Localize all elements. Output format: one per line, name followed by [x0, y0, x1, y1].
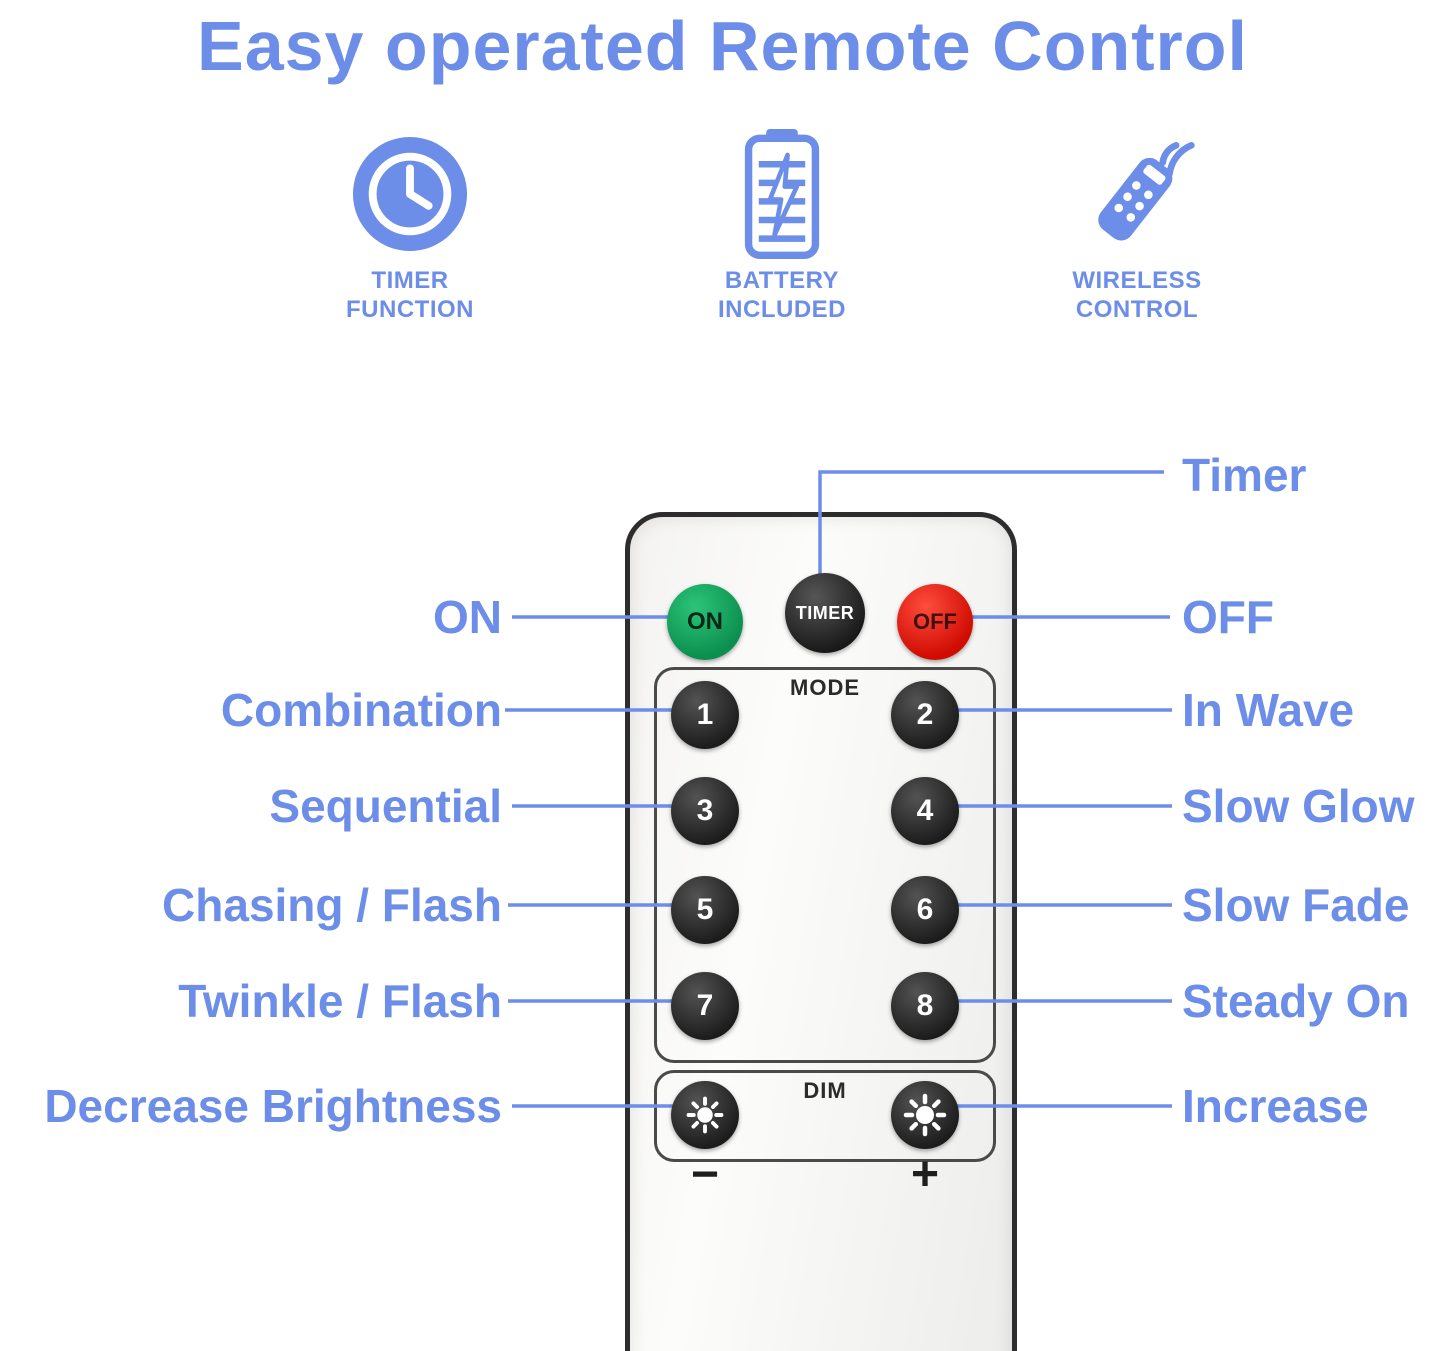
mode-button-1: 1 — [671, 681, 739, 749]
feature-wireless-control: WIRELESS CONTROL — [1007, 126, 1267, 324]
dim-increase-button — [891, 1081, 959, 1149]
page-title: Easy operated Remote Control — [197, 7, 1248, 85]
feature-label-line2: CONTROL — [1075, 296, 1199, 323]
brightness-icon — [686, 1096, 724, 1134]
mode-section: MODE — [654, 667, 996, 1063]
feature-battery-included: BATTERY INCLUDED — [652, 126, 912, 324]
feature-label-line2: FUNCTION — [346, 296, 474, 323]
mode-button-5: 5 — [671, 876, 739, 944]
callout-timer: Timer — [1182, 449, 1307, 501]
mode-button-6: 6 — [891, 876, 959, 944]
feature-label-line1: BATTERY — [724, 267, 840, 294]
off-button: OFF — [897, 584, 973, 660]
callout-in-wave: In Wave — [1182, 684, 1355, 736]
mode-button-7: 7 — [671, 972, 739, 1040]
callout-increase: Increase — [1182, 1080, 1369, 1132]
remote-control: ON TIMER OFF MODE 1 2 3 4 5 6 7 8 DIM — [625, 512, 1017, 1351]
callout-twinkle-flash: Twinkle / Flash — [178, 975, 502, 1027]
mode-button-4: 4 — [891, 777, 959, 845]
callout-steady-on: Steady On — [1182, 975, 1410, 1027]
mode-button-8: 8 — [891, 972, 959, 1040]
feature-label-line1: WIRELESS — [1072, 267, 1202, 294]
brightness-icon — [903, 1093, 947, 1137]
dim-section-label: DIM — [803, 1078, 847, 1103]
mode-button-2: 2 — [891, 681, 959, 749]
plus-symbol: + — [910, 1148, 940, 1201]
mode-section-label: MODE — [790, 675, 860, 700]
feature-label-line2: INCLUDED — [718, 296, 846, 323]
callout-slow-fade: Slow Fade — [1182, 879, 1410, 931]
mode-button-3: 3 — [671, 777, 739, 845]
feature-label: TIMER FUNCTION — [280, 266, 540, 324]
feature-label: WIRELESS CONTROL — [1007, 266, 1267, 324]
dim-decrease-button — [671, 1081, 739, 1149]
feature-label: BATTERY INCLUDED — [652, 266, 912, 324]
callout-slow-glow: Slow Glow — [1182, 780, 1415, 832]
callout-on: ON — [433, 591, 502, 643]
callout-chasing-flash: Chasing / Flash — [162, 879, 502, 931]
feature-timer-function: TIMER FUNCTION — [280, 126, 540, 324]
on-button: ON — [667, 584, 743, 660]
callout-combination: Combination — [220, 684, 502, 736]
callout-off: OFF — [1182, 591, 1274, 643]
callout-sequential: Sequential — [269, 780, 502, 832]
battery-icon — [652, 126, 912, 262]
clock-icon — [280, 126, 540, 262]
dim-section: DIM — [654, 1070, 996, 1162]
timer-button: TIMER — [785, 573, 865, 653]
remote-icon — [1007, 126, 1267, 262]
feature-label-line1: TIMER — [371, 267, 449, 294]
callout-decrease-brightness: Decrease Brightness — [44, 1080, 502, 1132]
minus-symbol: − — [690, 1148, 720, 1201]
